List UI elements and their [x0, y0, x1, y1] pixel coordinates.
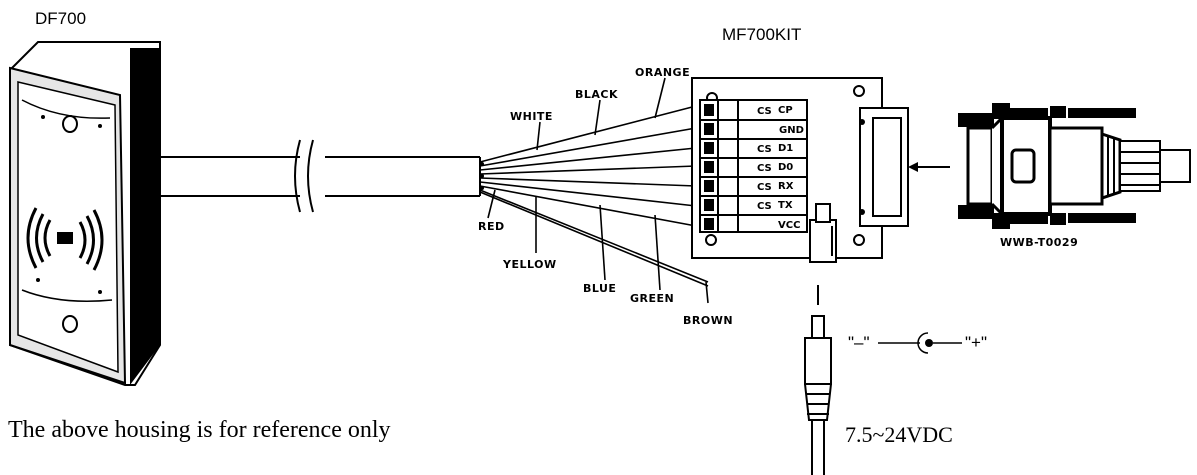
cable	[160, 139, 481, 213]
wire-label-yellow: YELLOW	[502, 258, 557, 271]
wire-label-orange: ORANGE	[635, 66, 690, 79]
wire-label-green: GREEN	[630, 292, 674, 305]
reference-note: The above housing is for reference only	[8, 417, 391, 443]
wire-label-brown: BROWN	[683, 314, 733, 327]
polarity-plus-label: "+"	[965, 333, 987, 352]
connect-arrow-icon	[908, 162, 950, 172]
power-plug	[804, 285, 832, 475]
wire-label-black: BLACK	[575, 88, 618, 101]
terminal-label-d1: D1	[778, 143, 793, 154]
wire-label-white: WHITE	[510, 110, 553, 123]
cable-part-label: WWB-T0029	[1000, 236, 1078, 249]
terminal-screws	[704, 104, 714, 230]
terminal-prefix-d0: CS	[757, 163, 772, 174]
polarity-minus-label: "–"	[848, 333, 870, 352]
db9-plug-icon	[958, 103, 1191, 229]
reader-title: DF700	[35, 9, 86, 28]
terminal-block	[699, 99, 808, 233]
terminal-label-vcc: VCC	[778, 220, 800, 231]
terminal-prefix-cp: CS	[757, 106, 772, 117]
terminal-prefix-rx: CS	[757, 182, 772, 193]
terminal-prefix-tx: CS	[757, 201, 772, 212]
terminal-label-gnd: GND	[779, 125, 804, 136]
terminal-label-rx: RX	[778, 181, 794, 192]
power-rating: 7.5~24VDC	[845, 422, 953, 447]
terminal-label-cp: CP	[778, 105, 793, 116]
terminal-label-d0: D0	[778, 162, 793, 173]
df700-reader	[9, 41, 161, 386]
dc-jack-icon	[878, 332, 962, 354]
wire-label-red: RED	[478, 220, 505, 233]
terminal-prefix-d1: CS	[757, 144, 772, 155]
wire-label-blue: BLUE	[583, 282, 616, 295]
wire-ends	[480, 162, 484, 190]
terminal-label-tx: TX	[778, 200, 793, 211]
terminal-labels: CS CP GND CS D1 CS D0 CS RX CS TX VCC	[757, 105, 804, 231]
rfid-wave-icon	[26, 207, 104, 271]
wires	[479, 77, 709, 304]
kit-title: MF700KIT	[722, 25, 801, 44]
